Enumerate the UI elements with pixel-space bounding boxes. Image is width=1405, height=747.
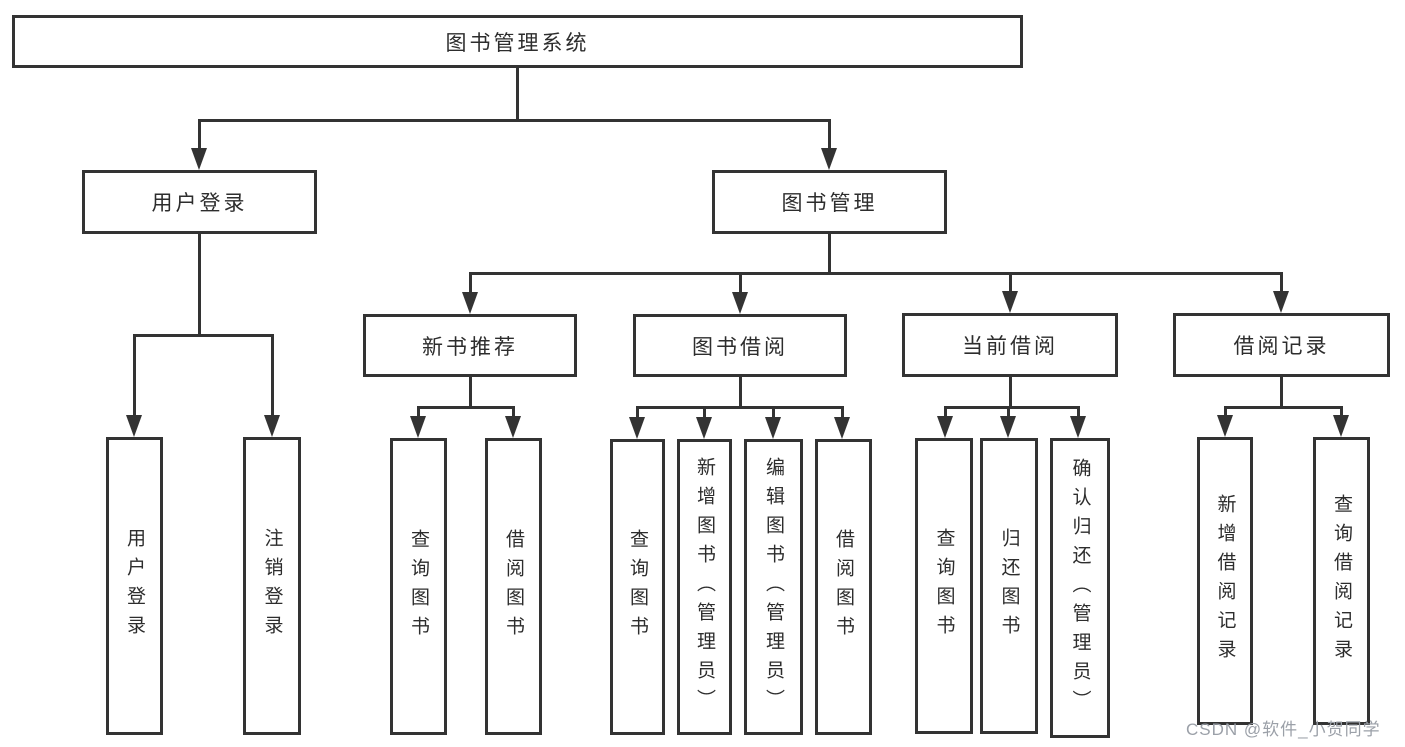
leaf-label: 归还图书 [998,528,1020,644]
leaf-label: 编辑图书（管理员） [763,456,784,718]
connector-line [636,406,844,409]
arrowhead-icon [1002,291,1018,313]
node-label: 借阅记录 [1233,335,1330,358]
connector-line [133,334,136,417]
arrowhead-icon [410,416,426,438]
connector-line [198,119,831,122]
connector-line [944,406,947,416]
arrowhead-icon [1000,416,1016,438]
node-new-book-recommendation: 新书推荐 [363,314,577,377]
connector-line [739,272,742,294]
leaf-label: 查询图书 [408,528,429,645]
leaf-logout: 注销登录 [243,437,301,735]
connector-line [1224,406,1227,415]
leaf-label: 确认归还（管理员） [1069,457,1091,719]
leaf-add-books-admin: 新增图书（管理员） [677,439,732,735]
connector-line [1009,377,1012,406]
arrowhead-icon [765,417,781,439]
leaf-label: 借阅图书 [503,528,524,645]
csdn-watermark: CSDN @软件_小贺同学 [1186,720,1381,739]
connector-line [516,68,519,120]
leaf-add-borrow-record: 新增借阅记录 [1197,437,1253,725]
leaf-return-books: 归还图书 [980,438,1038,734]
connector-line [417,406,515,409]
connector-line [271,334,274,417]
connector-line [469,272,1282,275]
arrowhead-icon [126,415,142,437]
leaf-query-books-borrowing: 查询图书 [610,439,665,735]
leaf-label: 注销登录 [261,528,283,644]
arrowhead-icon [1273,291,1289,313]
leaf-label: 查询图书 [933,528,955,644]
node-label: 用户登录 [151,192,248,215]
node-user-login: 用户登录 [82,170,317,234]
leaf-label: 新增借阅记录 [1214,494,1236,668]
arrowhead-icon [732,292,748,314]
leaf-edit-books-admin: 编辑图书（管理员） [744,439,803,735]
connector-line [739,377,742,406]
node-label: 图书管理系统 [445,31,590,55]
leaf-borrow-books-recommend: 借阅图书 [485,438,542,735]
leaf-borrow-books: 借阅图书 [815,439,872,735]
arrowhead-icon [937,416,953,438]
arrowhead-icon [191,148,207,170]
leaf-query-books-current: 查询图书 [915,438,973,734]
leaf-confirm-return-admin: 确认归还（管理员） [1050,438,1110,738]
leaf-label: 查询借阅记录 [1331,494,1352,668]
node-label: 图书借阅 [692,335,788,359]
connector-line [133,334,274,337]
connector-line [828,119,831,150]
leaf-label: 新增图书（管理员） [694,456,715,718]
connector-line [198,234,201,334]
connector-line [944,406,1080,409]
arrowhead-icon [505,416,521,438]
node-label: 图书管理 [781,192,878,215]
connector-line [512,406,515,416]
connector-line [1077,406,1080,416]
arrowhead-icon [821,148,837,170]
connector-line [841,406,844,417]
arrowhead-icon [629,417,645,439]
node-book-management: 图书管理 [712,170,947,234]
node-book-borrowing: 图书借阅 [633,314,847,377]
leaf-user-login: 用户登录 [106,437,163,735]
connector-line [1280,377,1283,406]
connector-line [469,377,472,406]
connector-line [1007,406,1010,416]
connector-line [198,119,201,150]
arrowhead-icon [696,417,712,439]
node-library-management-system: 图书管理系统 [12,15,1023,68]
node-label: 当前借阅 [962,335,1058,358]
arrowhead-icon [1070,416,1086,438]
arrowhead-icon [462,292,478,314]
leaf-query-borrow-record: 查询借阅记录 [1313,437,1370,725]
connector-line [1340,406,1343,415]
connector-line [772,406,775,417]
connector-line [828,234,831,272]
arrowhead-icon [834,417,850,439]
connector-line [703,406,706,417]
node-borrowing-records: 借阅记录 [1173,313,1390,377]
connector-line [1224,406,1343,409]
connector-line [469,272,472,294]
arrowhead-icon [1217,415,1233,437]
leaf-label: 用户登录 [124,528,145,644]
leaf-query-books-recommend: 查询图书 [390,438,447,735]
leaf-label: 查询图书 [627,529,648,645]
connector-line [1009,272,1012,293]
node-label: 新书推荐 [422,335,518,359]
connector-line [1280,272,1283,293]
arrowhead-icon [1333,415,1349,437]
arrowhead-icon [264,415,280,437]
connector-line [417,406,420,416]
leaf-label: 借阅图书 [833,529,854,645]
node-current-borrowing: 当前借阅 [902,313,1118,377]
connector-line [636,406,639,417]
